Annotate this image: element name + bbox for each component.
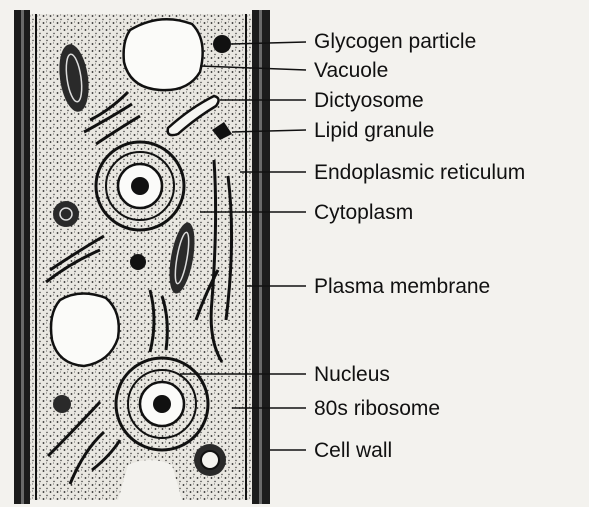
label-glycogen-particle: Glycogen particle xyxy=(314,31,476,52)
label-lipid-granule: Lipid granule xyxy=(314,120,434,141)
vacuole-top xyxy=(124,19,203,90)
organelle-round-1 xyxy=(53,201,79,227)
label-nucleus: Nucleus xyxy=(314,364,390,385)
label-80s-ribosome: 80s ribosome xyxy=(314,398,440,419)
label-vacuole: Vacuole xyxy=(314,60,388,81)
vacuole-bottom xyxy=(51,293,119,366)
label-endoplasmic-reticulum: Endoplasmic reticulum xyxy=(314,162,525,183)
label-dictyosome: Dictyosome xyxy=(314,90,424,111)
label-cell-wall: Cell wall xyxy=(314,440,392,461)
label-plasma-membrane: Plasma membrane xyxy=(314,276,490,297)
label-cytoplasm: Cytoplasm xyxy=(314,202,413,223)
organelle-round-3 xyxy=(53,395,71,413)
glycogen-particle xyxy=(213,35,231,53)
